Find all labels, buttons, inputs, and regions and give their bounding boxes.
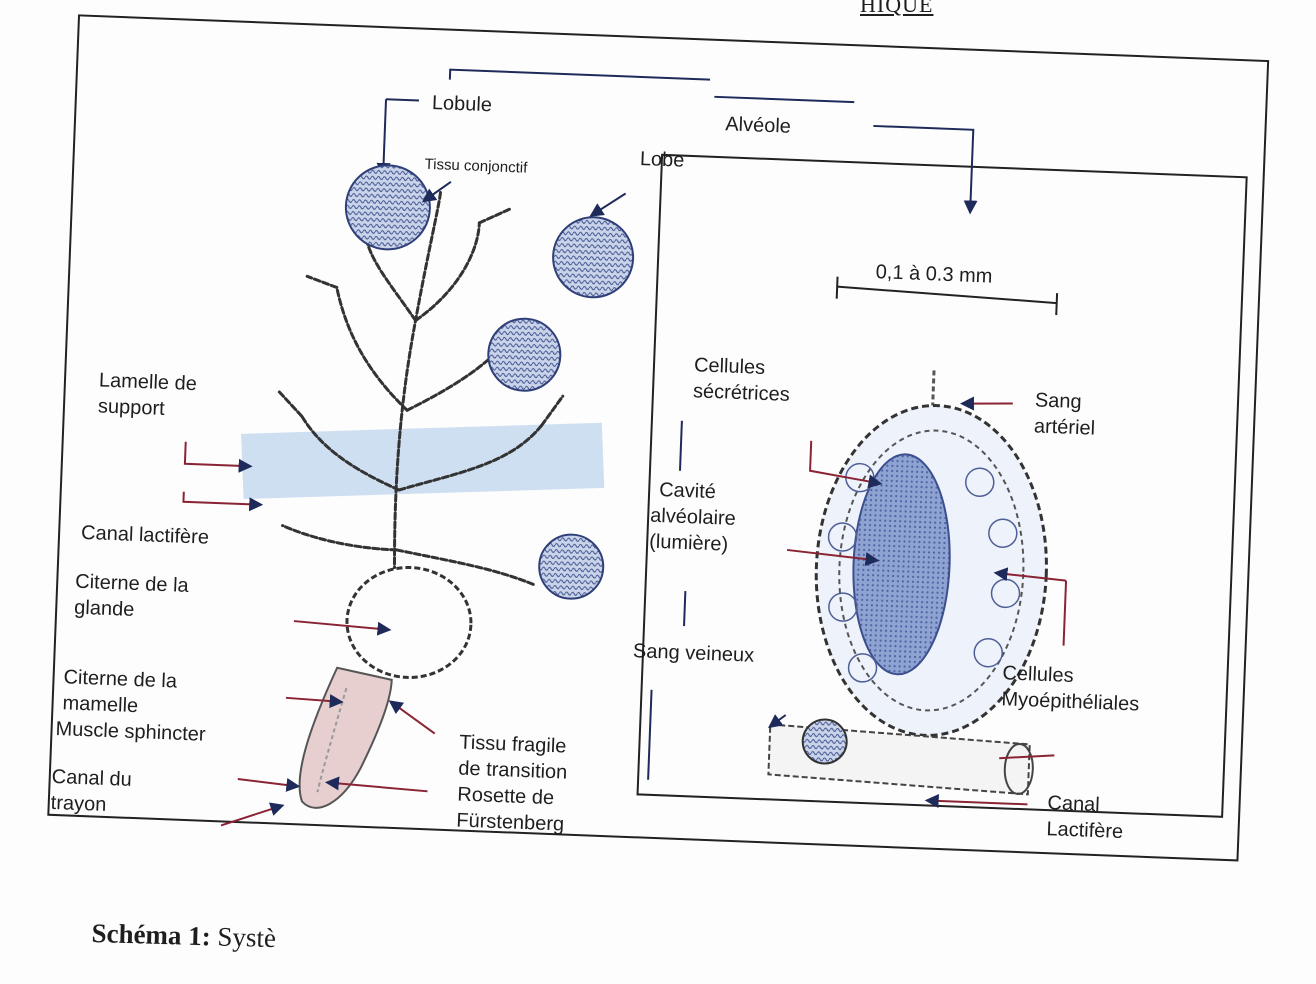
label-citerne-mamelle-2: mamelle bbox=[62, 691, 138, 718]
support-band bbox=[239, 409, 607, 513]
label-lobe: Lobe bbox=[639, 147, 684, 173]
label-cellules-secretrices-1: Cellules bbox=[694, 353, 766, 380]
label-cavite-2: alvéolaire bbox=[650, 504, 736, 531]
label-lobule: Lobule bbox=[431, 91, 492, 117]
label-cavite-1: Cavité bbox=[659, 478, 717, 504]
mammary-gland-diagram: HIQUE bbox=[0, 0, 1316, 959]
label-lamelle-2: support bbox=[98, 394, 166, 421]
label-canal-lactifere-right-2: Lactifère bbox=[1046, 817, 1124, 844]
label-canal-trayon-1: Canal du bbox=[51, 765, 132, 792]
lobules bbox=[331, 164, 636, 601]
gland-cistern bbox=[345, 565, 473, 680]
label-rosette-1: Rosette de bbox=[457, 782, 555, 810]
label-lamelle-1: Lamelle de bbox=[99, 368, 198, 396]
label-cellules-secretrices-2: sécrétrices bbox=[693, 379, 791, 407]
caption-number: Schéma 1: bbox=[91, 918, 211, 951]
label-tissu-conjonctif: Tissu conjonctif bbox=[424, 153, 528, 181]
figure-caption: Schéma 1: Systè bbox=[91, 918, 276, 954]
label-myoepitheliales-1: Cellules bbox=[1002, 661, 1074, 688]
label-citerne-glande-2: glande bbox=[74, 596, 135, 622]
label-cavite-3: (lumière) bbox=[649, 530, 729, 557]
label-tissu-fragile-1: Tissu fragile bbox=[459, 731, 567, 759]
top-connector-lines bbox=[383, 67, 975, 211]
label-alveole: Alvéole bbox=[725, 112, 791, 139]
label-sang-veineux: Sang veineux bbox=[633, 639, 755, 668]
duct-tree bbox=[270, 185, 571, 606]
label-canal-trayon-2: trayon bbox=[50, 791, 106, 817]
label-canal-lactifere-right-1: Canal bbox=[1047, 791, 1100, 817]
top-pointers bbox=[424, 181, 626, 217]
label-sang-arteriel-2: artériel bbox=[1033, 414, 1095, 440]
label-tissu-fragile-2: de transition bbox=[458, 756, 568, 784]
label-sang-arteriel-1: Sang bbox=[1034, 388, 1082, 414]
label-rosette-2: Fürstenberg bbox=[456, 808, 565, 836]
label-citerne-glande-1: Citerne de la bbox=[75, 570, 189, 598]
label-scale: 0,1 à 0.3 mm bbox=[875, 260, 993, 288]
caption-text: Systè bbox=[210, 921, 276, 953]
label-citerne-mamelle-1: Citerne de la bbox=[63, 665, 177, 693]
label-canal-lactifere: Canal lactifère bbox=[81, 521, 210, 550]
